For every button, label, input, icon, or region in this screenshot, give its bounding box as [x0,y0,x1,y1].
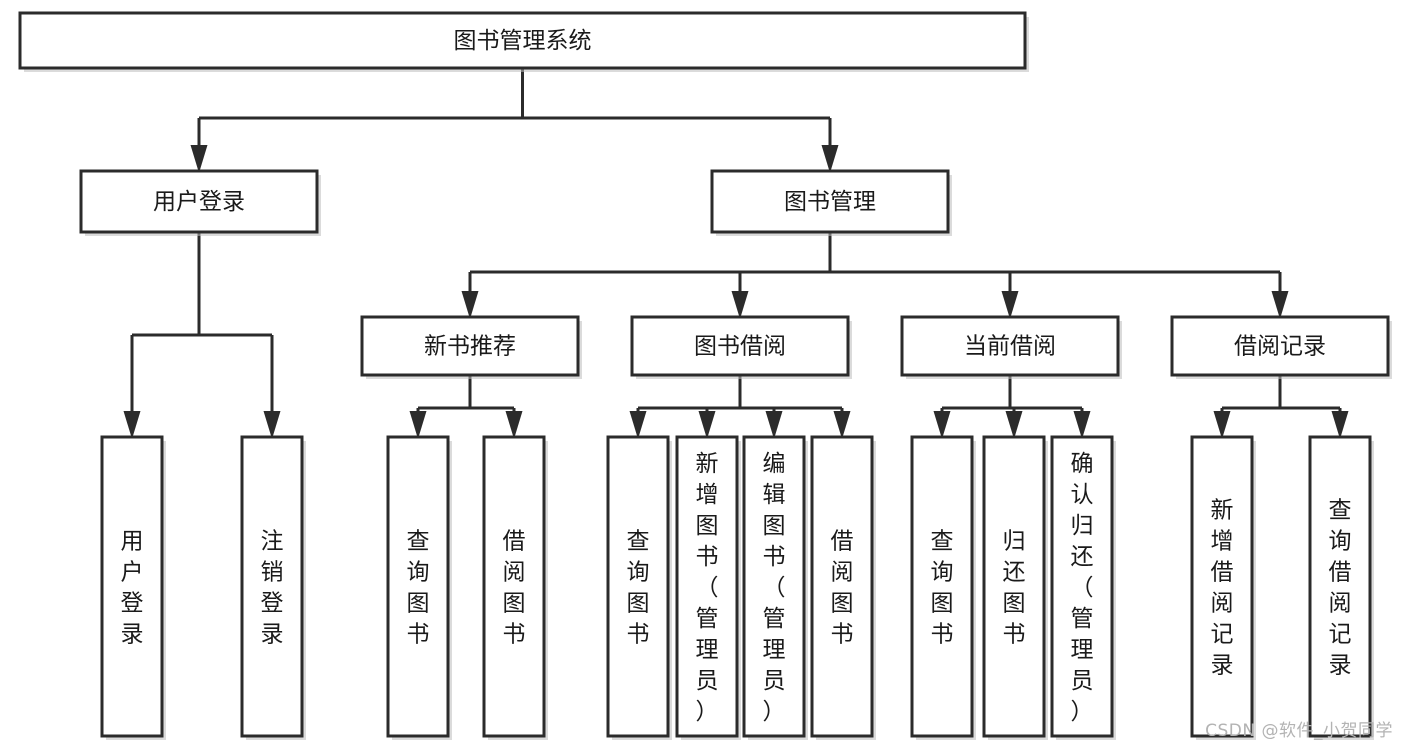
node-box[interactable] [386,435,450,738]
arrow-head-icon [505,411,523,439]
node-leaf-query-book-1[interactable]: 查询图书 [386,435,452,740]
node-user-login[interactable]: 用户登录 [79,169,321,236]
node-box[interactable] [240,435,304,738]
node-box[interactable] [1170,315,1390,377]
node-box[interactable] [710,169,950,234]
watermark-text: CSDN @软件_小贺同学 [1205,721,1393,741]
arrow-head-icon [1331,411,1349,439]
node-box[interactable] [482,435,546,738]
node-leaf-query-book-3[interactable]: 查询图书 [910,435,976,740]
node-leaf-confirm-return[interactable]: 确认归还（管理员） [1050,435,1116,740]
connector-group-borrowrecord-to-leaves [1213,375,1349,439]
node-box[interactable] [100,435,164,738]
node-label: 查询图书 [931,529,954,648]
node-box[interactable] [1190,435,1254,738]
connector-group-currentborrow-to-leaves [933,375,1091,439]
node-label: 编辑图书（管理员） [763,451,786,725]
arrow-head-icon [1271,291,1289,319]
node-label: 用户登录 [153,189,245,215]
node-label: 查询借阅记录 [1329,498,1352,679]
arrow-head-icon [409,411,427,439]
node-leaf-user-login[interactable]: 用户登录 [100,435,166,740]
node-label: 图书管理系统 [454,28,592,54]
node-box[interactable] [630,315,850,377]
arrow-head-icon [765,411,783,439]
node-label: 当前借阅 [964,334,1056,360]
node-label: 借阅图书 [503,529,526,648]
node-box[interactable] [1308,435,1372,738]
node-new-book-rec[interactable]: 新书推荐 [360,315,582,379]
arrow-head-icon [698,411,716,439]
node-leaf-edit-book[interactable]: 编辑图书（管理员） [742,435,808,740]
arrow-head-icon [461,291,479,319]
node-label: 新书推荐 [424,334,516,360]
node-label: 用户登录 [121,529,144,648]
arrow-head-icon [731,291,749,319]
arrow-head-icon [1005,411,1023,439]
node-label: 注销登录 [261,529,284,648]
connector-group-userlogin-to-leaves [123,232,281,439]
node-label: 查询图书 [627,529,650,648]
arrow-head-icon [1073,411,1091,439]
node-leaf-add-record[interactable]: 新增借阅记录 [1190,435,1256,740]
node-label: 归还图书 [1003,529,1026,648]
node-leaf-return-book[interactable]: 归还图书 [982,435,1048,740]
node-label: 借阅记录 [1234,334,1326,360]
node-box[interactable] [910,435,974,738]
arrow-head-icon [123,411,141,439]
node-box[interactable] [982,435,1046,738]
connector-group-bookmanage-to-level2 [461,232,1289,319]
node-book-manage[interactable]: 图书管理 [710,169,952,236]
node-box[interactable] [900,315,1120,377]
arrow-head-icon [933,411,951,439]
arrow-head-icon [821,145,839,173]
arrow-head-icon [1001,291,1019,319]
node-box[interactable] [360,315,580,377]
arrow-head-icon [190,145,208,173]
arrow-head-icon [1213,411,1231,439]
arrow-head-icon [833,411,851,439]
node-label: 图书管理 [784,189,876,215]
node-book-borrow[interactable]: 图书借阅 [630,315,852,379]
node-leaf-logout[interactable]: 注销登录 [240,435,306,740]
node-label: 确认归还（管理员） [1071,451,1094,725]
node-leaf-query-record[interactable]: 查询借阅记录 [1308,435,1374,740]
node-leaf-add-book[interactable]: 新增图书（管理员） [675,435,741,740]
node-box[interactable] [606,435,670,738]
arrow-head-icon [629,411,647,439]
node-leaf-query-book-2[interactable]: 查询图书 [606,435,672,740]
node-label: 新增借阅记录 [1211,498,1234,679]
connector-group-newbook-to-leaves [409,375,523,439]
node-box[interactable] [79,169,319,234]
node-box[interactable] [742,435,806,738]
node-root[interactable]: 图书管理系统 [18,11,1029,72]
node-label: 借阅图书 [831,529,854,648]
node-layer: 图书管理系统用户登录图书管理新书推荐图书借阅当前借阅借阅记录用户登录注销登录查询… [18,11,1392,740]
edge-layer [123,68,1349,439]
node-label: 图书借阅 [694,334,786,360]
node-leaf-borrow-book-2[interactable]: 借阅图书 [810,435,876,740]
node-current-borrow[interactable]: 当前借阅 [900,315,1122,379]
node-box[interactable] [1050,435,1114,738]
node-leaf-borrow-book-1[interactable]: 借阅图书 [482,435,548,740]
node-label: 新增图书（管理员） [696,451,719,725]
node-box[interactable] [675,435,739,738]
node-borrow-record[interactable]: 借阅记录 [1170,315,1392,379]
connector-group-root-to-level1 [190,68,839,173]
connector-group-bookborrow-to-leaves [629,375,851,439]
arrow-head-icon [263,411,281,439]
node-box[interactable] [810,435,874,738]
node-box[interactable] [18,11,1027,70]
node-label: 查询图书 [407,529,430,648]
